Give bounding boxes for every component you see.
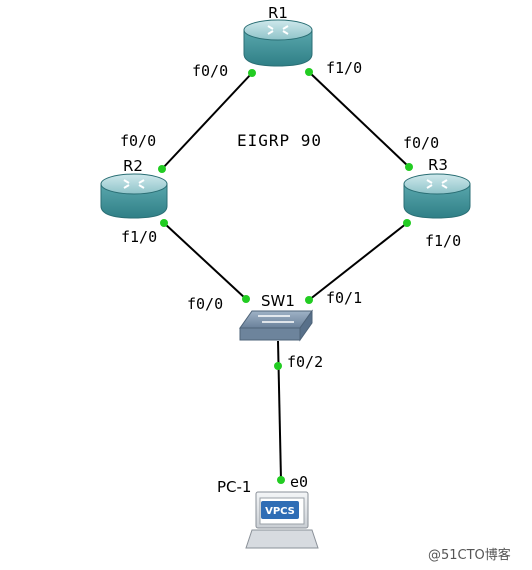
interface-label: f1/0 — [121, 228, 157, 246]
vpcs-badge-text: VPCS — [265, 506, 295, 517]
pc-1[interactable]: VPCS — [245, 491, 319, 549]
switch-arrows-icon — [258, 315, 294, 323]
router-r3[interactable] — [403, 173, 471, 219]
status-dot — [158, 165, 166, 173]
interface-label: f0/1 — [326, 289, 362, 307]
status-dot — [242, 295, 250, 303]
link-r2-sw1[interactable] — [163, 222, 247, 300]
link-sw1-pc1[interactable] — [277, 340, 282, 481]
status-dot — [277, 476, 285, 484]
node-label-sw1: SW1 — [261, 292, 295, 310]
router-arrows-icon — [267, 25, 289, 35]
interface-label: f1/0 — [326, 59, 362, 77]
interface-label: f1/0 — [425, 232, 461, 250]
protocol-label: EIGRP 90 — [237, 131, 322, 150]
interface-label: f0/0 — [192, 62, 228, 80]
link-status-dots — [158, 68, 413, 484]
node-label-r2: R2 — [123, 157, 143, 175]
link-r1-r2[interactable] — [161, 72, 253, 170]
interface-label: f0/0 — [187, 295, 223, 313]
interface-label: f0/0 — [403, 134, 439, 152]
vpcs-badge — [261, 501, 299, 519]
status-dot — [160, 219, 168, 227]
status-dot — [405, 163, 413, 171]
router-r1[interactable] — [243, 19, 313, 67]
status-dot — [274, 362, 282, 370]
link-r1-r3[interactable] — [308, 71, 410, 168]
router-arrows-icon — [123, 179, 145, 189]
router-arrows-icon — [426, 179, 448, 189]
interface-label: e0 — [290, 473, 308, 491]
status-dot — [305, 296, 313, 304]
status-dot — [403, 219, 411, 227]
watermark: @51CTO博客 — [428, 547, 511, 563]
switch-sw1[interactable] — [239, 309, 313, 342]
node-label-r1: R1 — [268, 4, 288, 22]
status-dot — [248, 69, 256, 77]
interface-label: f0/0 — [120, 132, 156, 150]
node-label-r3: R3 — [428, 156, 448, 174]
interface-label: f0/2 — [287, 353, 323, 371]
status-dot — [305, 68, 313, 76]
node-label-pc1: PC-1 — [217, 478, 251, 496]
link-r3-sw1[interactable] — [308, 222, 408, 301]
router-r2[interactable] — [100, 173, 168, 219]
